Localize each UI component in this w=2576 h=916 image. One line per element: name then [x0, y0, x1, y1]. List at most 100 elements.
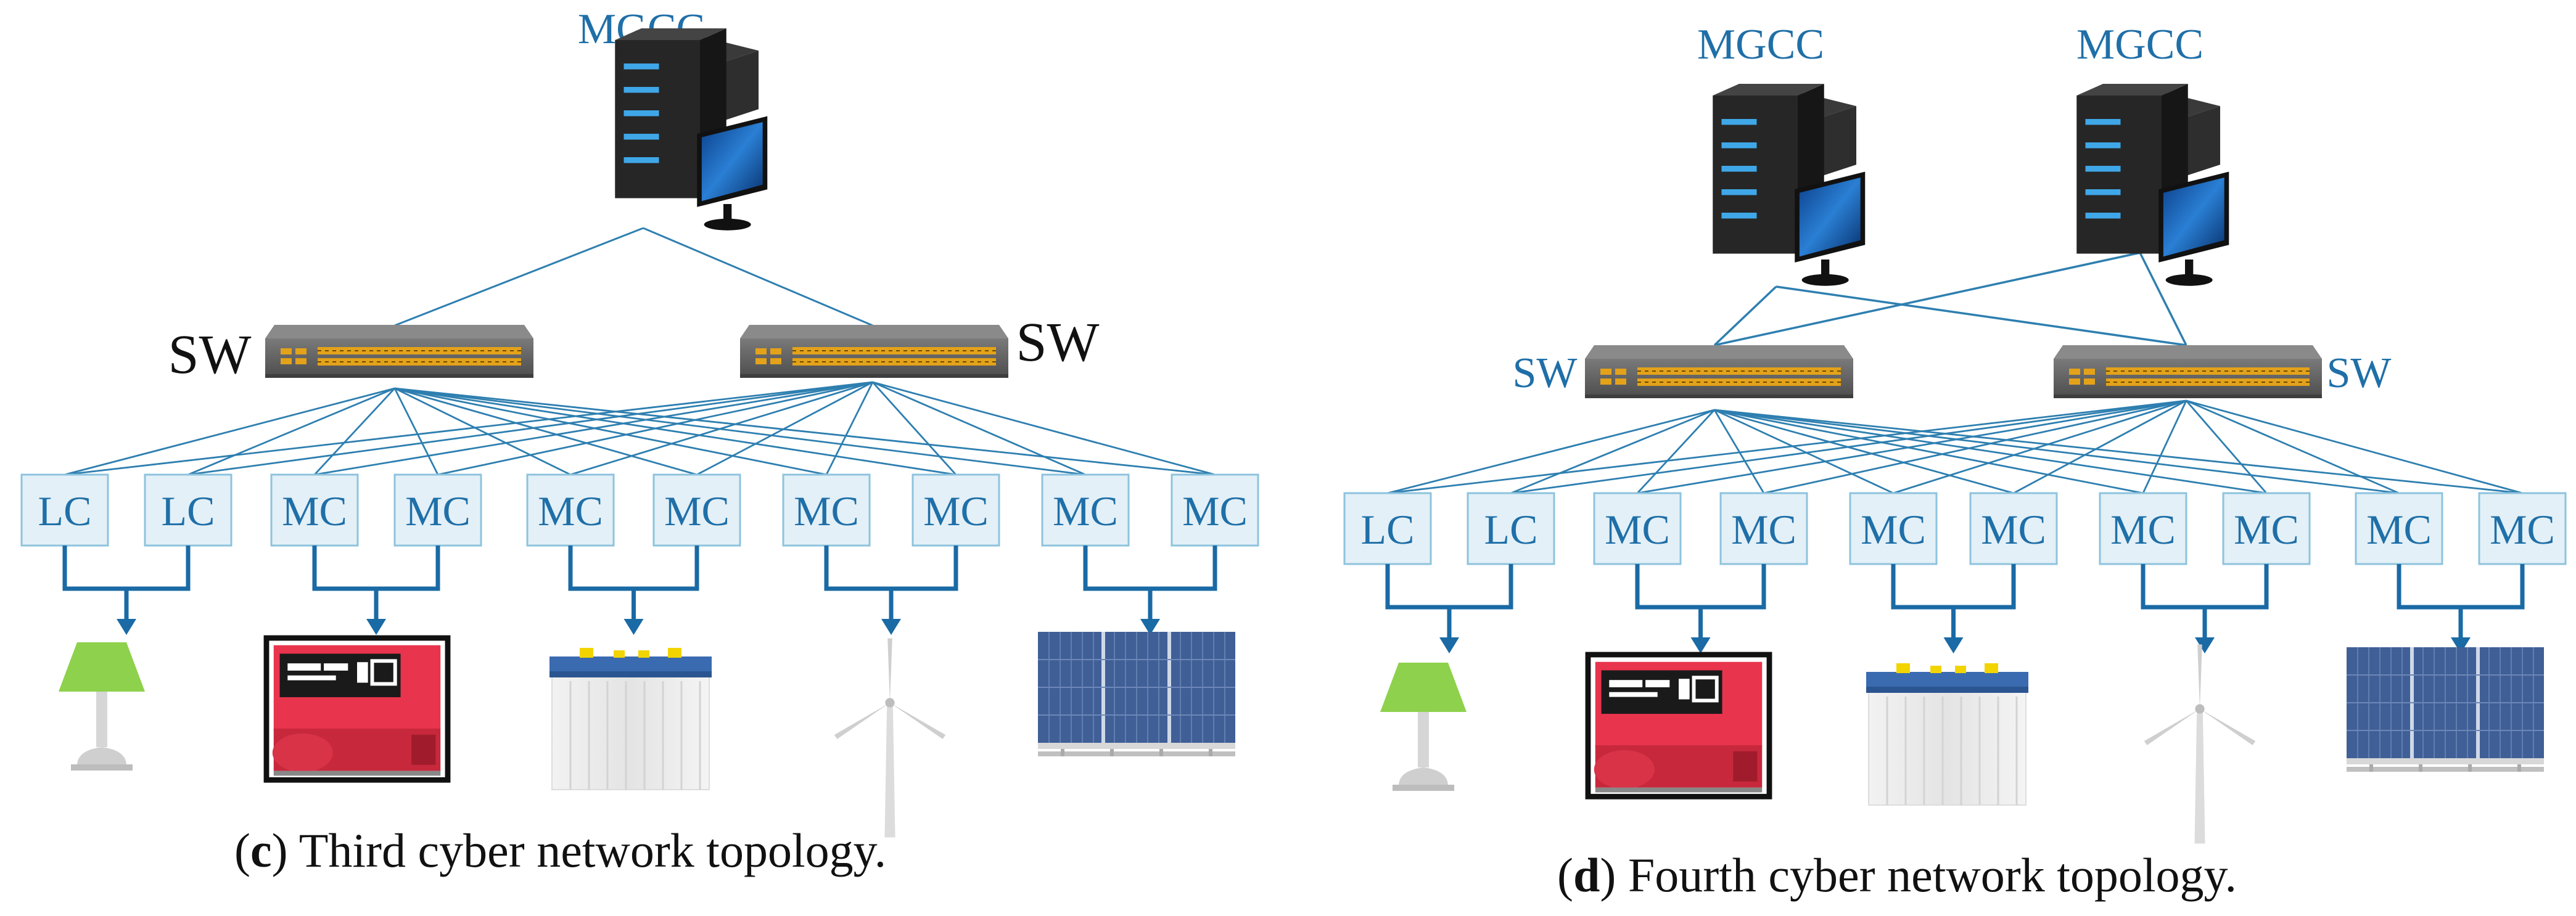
link-sw2-ctrl9	[872, 381, 1086, 476]
controller-box	[1343, 492, 1432, 565]
links-d	[1387, 251, 2523, 494]
link-sw2-ctrl4	[437, 381, 873, 476]
mgcc-label: MGCC	[2076, 21, 2204, 68]
network-switch-icon	[1584, 345, 1854, 399]
link-sw2-ctrl3	[314, 381, 873, 476]
controller-label: MC	[2366, 506, 2432, 553]
controller-label: LC	[1484, 506, 1538, 553]
server-icon	[2076, 84, 2229, 286]
link-sw2-ctrl1	[1387, 399, 2187, 494]
bus-line	[568, 546, 699, 591]
controller-label: MC	[2234, 506, 2299, 553]
bus-arrow	[881, 619, 901, 635]
controller-label: MC	[282, 488, 347, 534]
link-sw2-ctrl1	[64, 381, 873, 476]
controller-label: LC	[1361, 506, 1415, 553]
controller-box	[2222, 492, 2311, 565]
link-sw1-ctrl1	[64, 387, 395, 476]
device-buses	[1385, 564, 2525, 653]
bus-arrow	[1690, 637, 1711, 653]
controller-box	[1719, 492, 1808, 565]
link-mgcc1-sw2	[1776, 285, 2187, 346]
switch-label: SW	[168, 324, 252, 385]
controller-box	[652, 473, 741, 547]
controller-label: MC	[1861, 506, 1926, 553]
bus-arrow	[1439, 637, 1459, 653]
bus-line	[1635, 564, 1766, 610]
caption-d-letter: d	[1573, 848, 1600, 902]
solar-panel-icon	[1038, 632, 1235, 756]
lamp-icon	[59, 642, 145, 771]
link-sw2-ctrl8	[2185, 400, 2268, 494]
link-sw2-ctrl2	[1510, 399, 2187, 494]
solar-panel-icon	[2347, 647, 2544, 772]
generator-icon	[266, 638, 448, 780]
controller-box	[911, 473, 1000, 547]
network-switch-icon	[739, 324, 1009, 378]
link-mgcc2-sw2	[2139, 252, 2187, 346]
link-mgcc-sw1	[394, 227, 644, 327]
switch-label: SW	[1513, 350, 1578, 397]
switch-label: SW	[2327, 350, 2392, 397]
link-sw1-ctrl9	[394, 387, 1086, 476]
server-icon	[1713, 84, 1866, 286]
bus-arrow	[1943, 637, 1964, 653]
generator-icon	[1588, 655, 1769, 796]
caption-c-text: Third cyber network topology.	[298, 824, 887, 877]
controller-label: MC	[1605, 506, 1670, 553]
bus-line	[1385, 564, 1513, 610]
switch-label: SW	[1016, 312, 1100, 373]
controller-box	[1467, 492, 1555, 565]
controller-box	[2355, 492, 2443, 565]
caption-c-letter: c	[250, 824, 272, 877]
controller-label: MC	[2110, 506, 2176, 553]
link-sw2-ctrl9	[2186, 399, 2400, 494]
bus-arrow	[117, 619, 136, 635]
link-sw1-ctrl9	[1714, 409, 2400, 494]
link-sw1-ctrl8	[394, 387, 957, 476]
links-c	[64, 227, 1216, 476]
bus-line	[824, 546, 958, 591]
controller-label: LC	[38, 488, 92, 534]
link-sw2-ctrl2	[187, 381, 873, 476]
controller-box	[2099, 492, 2187, 565]
controller-box	[1041, 473, 1130, 547]
link-sw1-ctrl2	[1510, 409, 1715, 494]
link-sw2-ctrl5	[570, 381, 873, 476]
link-sw2-ctrl7	[825, 382, 874, 475]
link-sw1-ctrl1	[1387, 409, 1715, 494]
link-sw2-ctrl5	[1893, 399, 2187, 494]
link-sw1-ctrl10	[394, 387, 1216, 476]
link-sw1-ctrl2	[187, 387, 395, 476]
link-sw2-ctrl6	[2013, 399, 2187, 494]
controller-label: MC	[1053, 488, 1118, 534]
link-sw2-ctrl10	[872, 381, 1216, 476]
wind-turbine-icon	[834, 638, 946, 838]
link-sw1-ctrl7	[1714, 409, 2144, 494]
controller-label: MC	[664, 488, 730, 534]
battery-icon	[548, 647, 713, 791]
controller-box	[1593, 492, 1682, 565]
controller-box	[782, 473, 871, 547]
controller-box	[2478, 492, 2567, 565]
controller-label: LC	[162, 488, 215, 534]
link-sw2-ctrl3	[1637, 399, 2187, 494]
caption-d: (d) Fourth cyber network topology.	[1557, 848, 2237, 902]
controller-box	[1849, 492, 1938, 565]
link-sw2-ctrl8	[871, 382, 957, 475]
network-switch-icon	[2053, 345, 2323, 399]
link-sw1-ctrl5	[394, 387, 571, 476]
bus-arrow	[2451, 637, 2471, 653]
caption-c: (c) Third cyber network topology.	[234, 824, 887, 877]
server-icon	[615, 28, 768, 231]
link-sw1-ctrl7	[394, 387, 827, 476]
device-buses	[62, 546, 1217, 635]
controller-label: MC	[405, 488, 471, 534]
controller-label: MC	[2490, 506, 2555, 553]
link-sw1-ctrl3	[1636, 409, 1716, 494]
wind-turbine-icon	[2144, 644, 2256, 844]
controller-label: MC	[1731, 506, 1796, 553]
bus-line	[2397, 564, 2525, 610]
